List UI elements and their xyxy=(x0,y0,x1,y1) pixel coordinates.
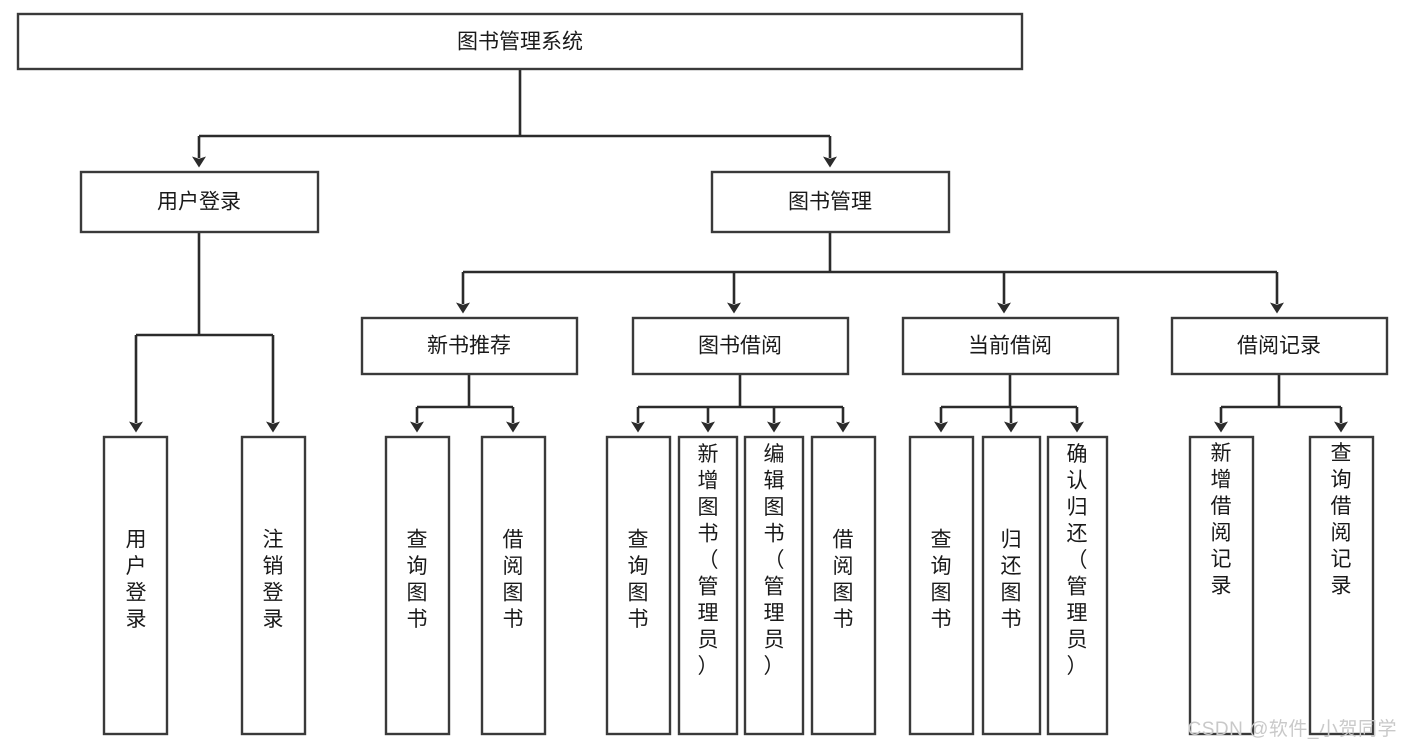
leaf-node-add-book-admin-label: 新增图书（管理员） xyxy=(698,443,719,678)
leaf-node-query-book-1-label: 查询图书 xyxy=(407,528,428,631)
connector-group-borrow-record xyxy=(1214,374,1348,433)
leaf-node-confirm-return-admin-label: 确认归还（管理员） xyxy=(1067,443,1088,678)
node-book-manage-box[interactable] xyxy=(710,170,951,234)
connector-group-book-manage xyxy=(456,232,1284,314)
leaf-node-add-borrow-record[interactable]: 新增借阅记录 xyxy=(1188,435,1255,736)
connector-group-user-login xyxy=(129,232,280,433)
leaf-node-confirm-return-admin-box[interactable] xyxy=(1046,435,1109,736)
node-current-borrow-box[interactable] xyxy=(901,316,1120,376)
leaf-node-query-borrow-record-label: 查询借阅记录 xyxy=(1331,441,1352,597)
leaf-node-edit-book-admin-box[interactable] xyxy=(743,435,805,736)
leaf-node-borrow-book-2[interactable]: 借阅图书 xyxy=(810,435,877,736)
leaf-node-edit-book-admin[interactable]: 编辑图书（管理员） xyxy=(743,435,805,736)
node-book-borrow[interactable]: 图书借阅 xyxy=(631,316,850,376)
connector-group-book-borrow xyxy=(631,374,850,433)
connector-group-root xyxy=(192,69,837,168)
leaf-node-borrow-book-1-label: 借阅图书 xyxy=(503,528,524,631)
leaf-node-borrow-book-2-box[interactable] xyxy=(810,435,877,736)
leaf-node-logout-box[interactable] xyxy=(240,435,307,736)
node-user-login-label: 用户登录 xyxy=(157,191,241,214)
leaf-node-return-book-box[interactable] xyxy=(981,435,1042,736)
node-book-manage-label: 图书管理 xyxy=(788,191,872,214)
leaf-node-query-book-1-box[interactable] xyxy=(384,435,451,736)
leaf-node-borrow-book-1-box[interactable] xyxy=(480,435,547,736)
leaf-node-query-book-2-label: 查询图书 xyxy=(628,528,649,631)
node-root-system[interactable]: 图书管理系统 xyxy=(16,12,1024,71)
leaf-node-user-login-box[interactable] xyxy=(102,435,169,736)
leaf-node-query-book-3-label: 查询图书 xyxy=(931,528,952,631)
leaf-node-query-book-3-box[interactable] xyxy=(908,435,975,736)
node-current-borrow[interactable]: 当前借阅 xyxy=(901,316,1120,376)
node-root-system-box[interactable] xyxy=(16,12,1024,71)
leaf-node-user-login[interactable]: 用户登录 xyxy=(102,435,169,736)
leaf-node-logout[interactable]: 注销登录 xyxy=(240,435,307,736)
leaf-node-add-borrow-record-label: 新增借阅记录 xyxy=(1211,441,1232,597)
node-new-book-recommend-box[interactable] xyxy=(360,316,579,376)
node-borrow-record[interactable]: 借阅记录 xyxy=(1170,316,1389,376)
leaf-node-query-book-1[interactable]: 查询图书 xyxy=(384,435,451,736)
leaf-node-query-borrow-record-box[interactable] xyxy=(1308,435,1375,736)
node-borrow-record-label: 借阅记录 xyxy=(1237,335,1321,358)
leaf-node-edit-book-admin-label: 编辑图书（管理员） xyxy=(764,443,785,678)
node-book-manage[interactable]: 图书管理 xyxy=(710,170,951,234)
leaf-node-query-book-3[interactable]: 查询图书 xyxy=(908,435,975,736)
leaf-node-query-borrow-record[interactable]: 查询借阅记录 xyxy=(1308,435,1375,736)
leaf-node-add-borrow-record-box[interactable] xyxy=(1188,435,1255,736)
leaf-node-query-book-2-box[interactable] xyxy=(605,435,672,736)
leaf-node-return-book-label: 归还图书 xyxy=(1001,528,1022,631)
leaf-node-logout-label: 注销登录 xyxy=(263,528,284,631)
connector-group-current-borrow xyxy=(934,374,1084,433)
node-root-system-label: 图书管理系统 xyxy=(457,31,583,54)
leaf-node-return-book[interactable]: 归还图书 xyxy=(981,435,1042,736)
connector-group-new-book xyxy=(410,374,520,433)
node-current-borrow-label: 当前借阅 xyxy=(968,335,1052,358)
leaf-node-query-book-2[interactable]: 查询图书 xyxy=(605,435,672,736)
leaf-node-borrow-book-2-label: 借阅图书 xyxy=(833,528,854,631)
leaf-node-add-book-admin[interactable]: 新增图书（管理员） xyxy=(677,435,739,736)
node-user-login[interactable]: 用户登录 xyxy=(79,170,320,234)
leaf-node-add-book-admin-box[interactable] xyxy=(677,435,739,736)
csdn-watermark: CSDN @软件_小贺同学 xyxy=(1187,719,1397,740)
node-new-book-recommend[interactable]: 新书推荐 xyxy=(360,316,579,376)
node-book-borrow-box[interactable] xyxy=(631,316,850,376)
node-borrow-record-box[interactable] xyxy=(1170,316,1389,376)
leaf-node-confirm-return-admin[interactable]: 确认归还（管理员） xyxy=(1046,435,1109,736)
node-new-book-recommend-label: 新书推荐 xyxy=(427,335,511,358)
node-user-login-box[interactable] xyxy=(79,170,320,234)
node-book-borrow-label: 图书借阅 xyxy=(698,335,782,358)
leaf-node-user-login-label: 用户登录 xyxy=(126,528,147,631)
leaf-node-borrow-book-1[interactable]: 借阅图书 xyxy=(480,435,547,736)
